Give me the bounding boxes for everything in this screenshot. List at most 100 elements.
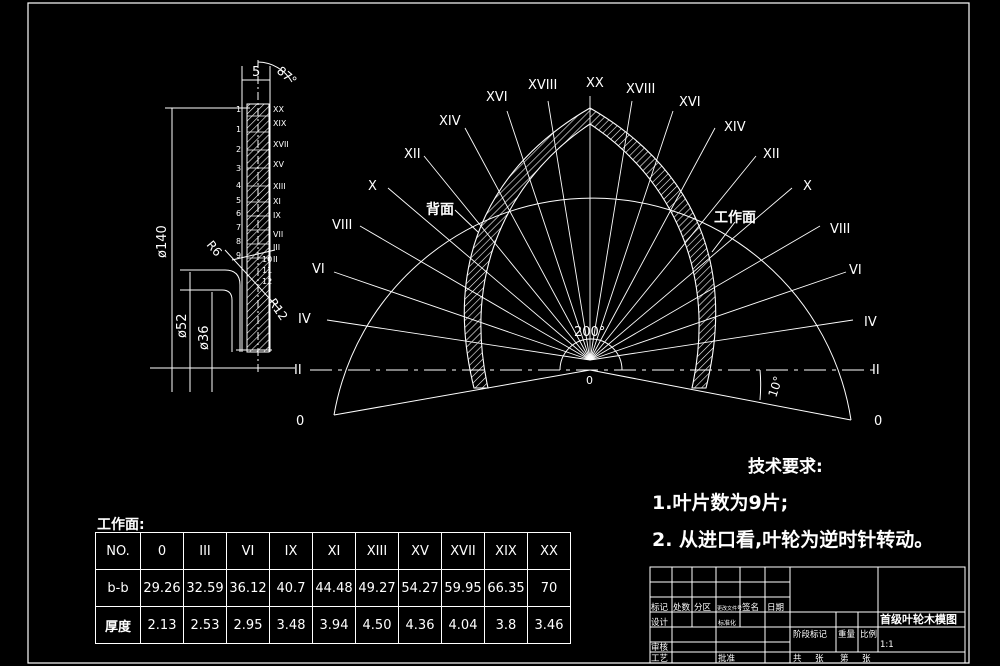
table-cell: XX xyxy=(527,532,571,570)
table-cell: XI xyxy=(312,532,356,570)
station-top-xx: XX xyxy=(586,76,604,91)
tech-requirement-1: 1.叶片数为9片; xyxy=(652,492,789,514)
station-right-0: 0 xyxy=(874,414,882,429)
station-left-xviii: XVIII xyxy=(528,78,557,93)
table-cell: IX xyxy=(269,532,313,570)
table-cell: 0 xyxy=(140,532,184,570)
cross-section-view xyxy=(150,60,295,392)
table-cell: 2.95 xyxy=(226,606,270,644)
table-cell: 3.94 xyxy=(312,606,356,644)
table-cell: 59.95 xyxy=(441,569,485,607)
svg-text:II: II xyxy=(273,255,278,264)
station-left-iv: IV xyxy=(298,312,311,327)
working-face-label: 工作面 xyxy=(714,209,756,226)
svg-text:XIII: XIII xyxy=(273,182,286,191)
table-cell: III xyxy=(183,532,227,570)
svg-text:设计: 设计 xyxy=(651,617,669,628)
station-left-xii: XII xyxy=(404,147,421,162)
svg-text:III: III xyxy=(273,243,280,252)
drawing-title: 首级叶轮木模图 xyxy=(880,612,957,626)
svg-text:张: 张 xyxy=(862,654,871,664)
svg-text:7: 7 xyxy=(236,223,241,232)
station-right-ii: II xyxy=(872,363,880,378)
station-left-xvi: XVI xyxy=(486,90,508,105)
station-left-x: X xyxy=(368,179,377,194)
dia-140-label: ø140 xyxy=(155,225,170,258)
station-right-iv: IV xyxy=(864,315,877,330)
svg-text:6: 6 xyxy=(236,209,241,218)
table-header-row: NO. 0 III VI IX XI XIII XV XVII XIX XX xyxy=(95,532,571,570)
table-cell: 40.7 xyxy=(269,569,313,607)
svg-text:12: 12 xyxy=(262,277,272,286)
table-cell: XVII xyxy=(441,532,485,570)
station-right-xvi: XVI xyxy=(679,95,701,110)
tech-requirement-2: 2. 从进口看,叶轮为逆时针转动。 xyxy=(652,529,934,551)
svg-text:共: 共 xyxy=(793,654,802,664)
table-cell: 29.26 xyxy=(140,569,184,607)
table-cell: 66.35 xyxy=(484,569,528,607)
station-left-0: 0 xyxy=(296,414,304,429)
table-cell: 4.04 xyxy=(441,606,485,644)
svg-text:10: 10 xyxy=(262,255,272,264)
svg-text:1: 1 xyxy=(236,125,241,134)
svg-text:5: 5 xyxy=(236,196,241,205)
station-right-vi: VI xyxy=(849,263,862,278)
station-left-xiv: XIV xyxy=(439,114,461,129)
svg-text:批准: 批准 xyxy=(718,653,736,664)
radius-r6-label: R6 xyxy=(204,238,225,259)
back-face-label: 背面 xyxy=(426,201,454,218)
svg-text:VII: VII xyxy=(273,230,283,239)
table-cell: NO. xyxy=(95,532,141,570)
svg-text:XX: XX xyxy=(273,105,284,114)
svg-text:2: 2 xyxy=(236,145,241,154)
station-right-x: X xyxy=(803,179,812,194)
svg-text:处数: 处数 xyxy=(673,602,691,613)
svg-text:11: 11 xyxy=(262,266,272,275)
svg-text:比例: 比例 xyxy=(860,629,877,640)
table-row: b-b 29.26 32.59 36.12 40.7 44.48 49.27 5… xyxy=(95,569,571,607)
center-angle-label: 200° xyxy=(574,325,605,340)
hub-arc xyxy=(559,338,623,371)
table-cell: 49.27 xyxy=(355,569,399,607)
center-zero-label: 0 xyxy=(586,374,593,387)
tech-requirements-title: 技术要求: xyxy=(748,457,823,477)
svg-text:日期: 日期 xyxy=(767,603,784,613)
thickness-table: NO. 0 III VI IX XI XIII XV XVII XIX XX b… xyxy=(95,532,571,644)
svg-text:分区: 分区 xyxy=(694,603,712,613)
svg-text:标记: 标记 xyxy=(651,602,669,613)
svg-text:第: 第 xyxy=(840,653,849,664)
impeller-view xyxy=(310,96,880,421)
scale-value: 1:1 xyxy=(880,640,894,650)
dia-52-label: ø52 xyxy=(175,314,190,339)
table-cell: 3.46 xyxy=(527,606,571,644)
blade-hatch xyxy=(463,107,717,389)
svg-text:重量: 重量 xyxy=(838,629,856,640)
svg-text:XV: XV xyxy=(273,160,284,169)
station-left-viii: VIII xyxy=(332,218,352,233)
svg-text:XVII: XVII xyxy=(273,140,289,149)
tilt-angle-label: 10° xyxy=(766,374,786,399)
table-cell: 70 xyxy=(527,569,571,607)
table-cell: 3.48 xyxy=(269,606,313,644)
table-cell: 2.53 xyxy=(183,606,227,644)
svg-text:标准化: 标准化 xyxy=(718,619,736,627)
svg-text:阶段标记: 阶段标记 xyxy=(793,629,828,640)
svg-text:3: 3 xyxy=(236,164,241,173)
svg-text:4: 4 xyxy=(236,181,241,190)
table-cell: 3.8 xyxy=(484,606,528,644)
table-cell: VI xyxy=(226,532,270,570)
table-cell: 4.50 xyxy=(355,606,399,644)
dia-36-label: ø36 xyxy=(197,326,212,351)
svg-text:1: 1 xyxy=(236,105,241,114)
station-right-xiv: XIV xyxy=(724,120,746,135)
table-cell: b-b xyxy=(95,569,141,607)
table-cell: 4.36 xyxy=(398,606,442,644)
table-cell: 44.48 xyxy=(312,569,356,607)
cross-section-labels: 87° 5 ø140 ø52 ø36 R6 R12 XX XIX XVII XV… xyxy=(155,64,299,350)
table-cell: XIX xyxy=(484,532,528,570)
station-left-vi: VI xyxy=(312,262,325,277)
sheet-border xyxy=(27,2,970,664)
svg-text:签名: 签名 xyxy=(742,602,759,613)
svg-text:工艺: 工艺 xyxy=(651,654,668,664)
